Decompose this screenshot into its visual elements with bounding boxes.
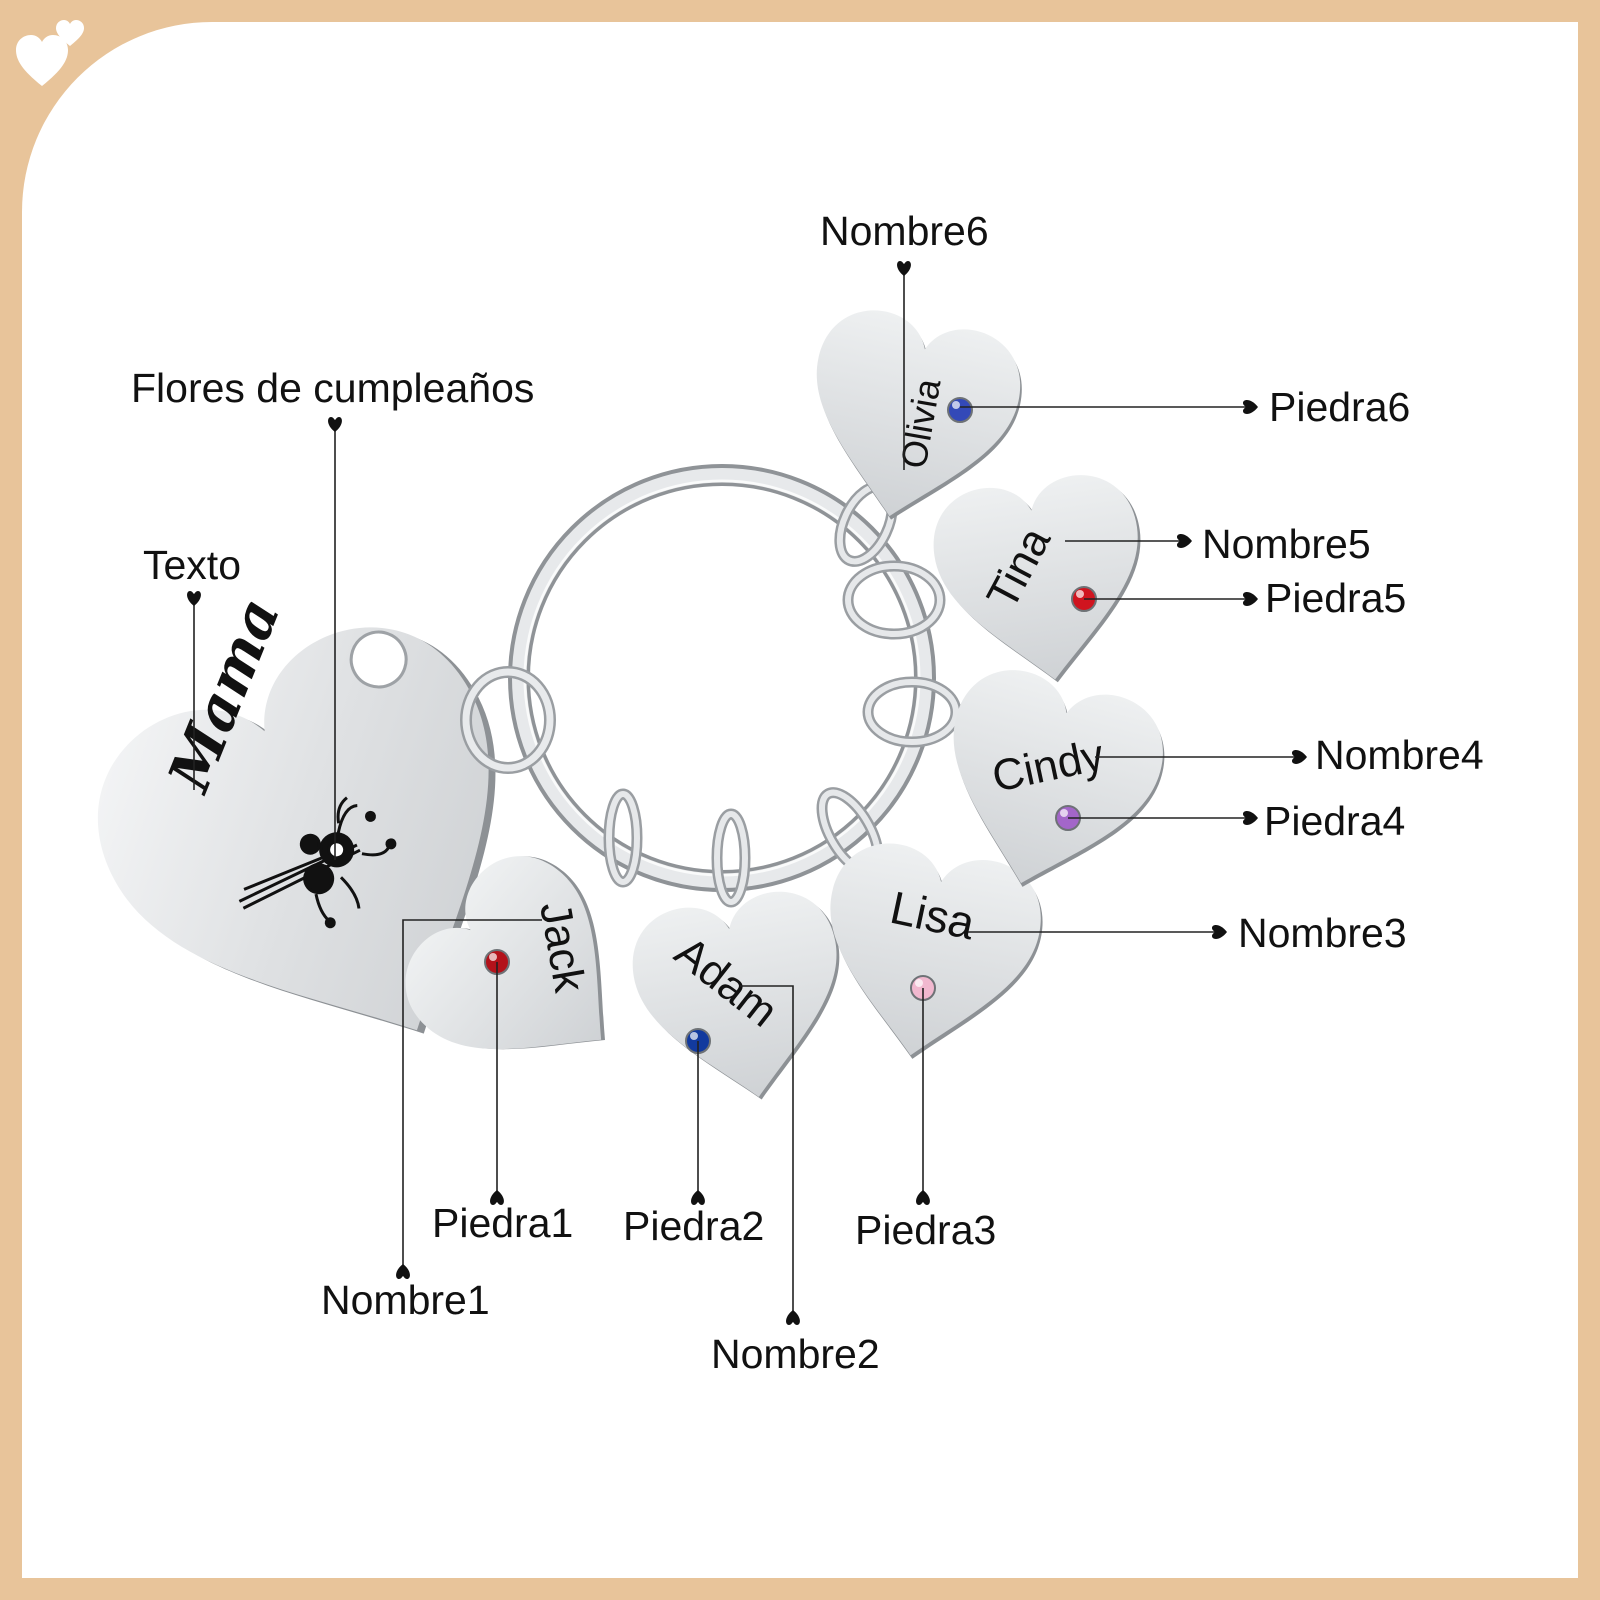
charm-jump-rings bbox=[603, 481, 962, 908]
heart-icon bbox=[786, 1310, 800, 1325]
label-nombre4: Nombre4 bbox=[1315, 732, 1484, 778]
heart-icon bbox=[396, 1264, 410, 1279]
label-piedra6: Piedra6 bbox=[1269, 384, 1411, 430]
label-nombre1: Nombre1 bbox=[321, 1277, 490, 1323]
double-heart-icon bbox=[16, 20, 84, 86]
label-flores: Flores de cumpleaños bbox=[131, 365, 535, 411]
heart-icon bbox=[897, 261, 911, 276]
label-nombre5: Nombre5 bbox=[1202, 521, 1371, 567]
heart-icon bbox=[1177, 534, 1192, 548]
label-piedra3: Piedra3 bbox=[855, 1207, 997, 1253]
label-piedra2: Piedra2 bbox=[623, 1203, 765, 1249]
heart-icon bbox=[1243, 400, 1258, 414]
stone-6 bbox=[947, 397, 973, 423]
label-piedra5: Piedra5 bbox=[1265, 575, 1407, 621]
label-piedra1: Piedra1 bbox=[432, 1200, 574, 1246]
leader-lines bbox=[193, 268, 1295, 1318]
label-texto: Texto bbox=[143, 542, 241, 588]
birth-flower-bouquet bbox=[238, 796, 397, 929]
label-nombre3: Nombre3 bbox=[1238, 910, 1407, 956]
heart-icon bbox=[328, 417, 342, 432]
heart-icon bbox=[1292, 750, 1307, 764]
label-nombre6: Nombre6 bbox=[820, 208, 989, 254]
heart-icon bbox=[691, 1190, 705, 1205]
heart-icon bbox=[916, 1190, 930, 1205]
heart-icon bbox=[1243, 811, 1258, 825]
heart-icon bbox=[187, 591, 201, 606]
charm-heart-5 bbox=[926, 467, 1160, 697]
heart-icon bbox=[1212, 925, 1227, 939]
label-nombre2: Nombre2 bbox=[711, 1331, 880, 1377]
heart-icon bbox=[1243, 592, 1258, 606]
heart-icon bbox=[490, 1190, 504, 1205]
label-piedra4: Piedra4 bbox=[1264, 798, 1406, 844]
main-heart-tag bbox=[59, 589, 604, 1125]
heart-bullets bbox=[187, 261, 1307, 1325]
